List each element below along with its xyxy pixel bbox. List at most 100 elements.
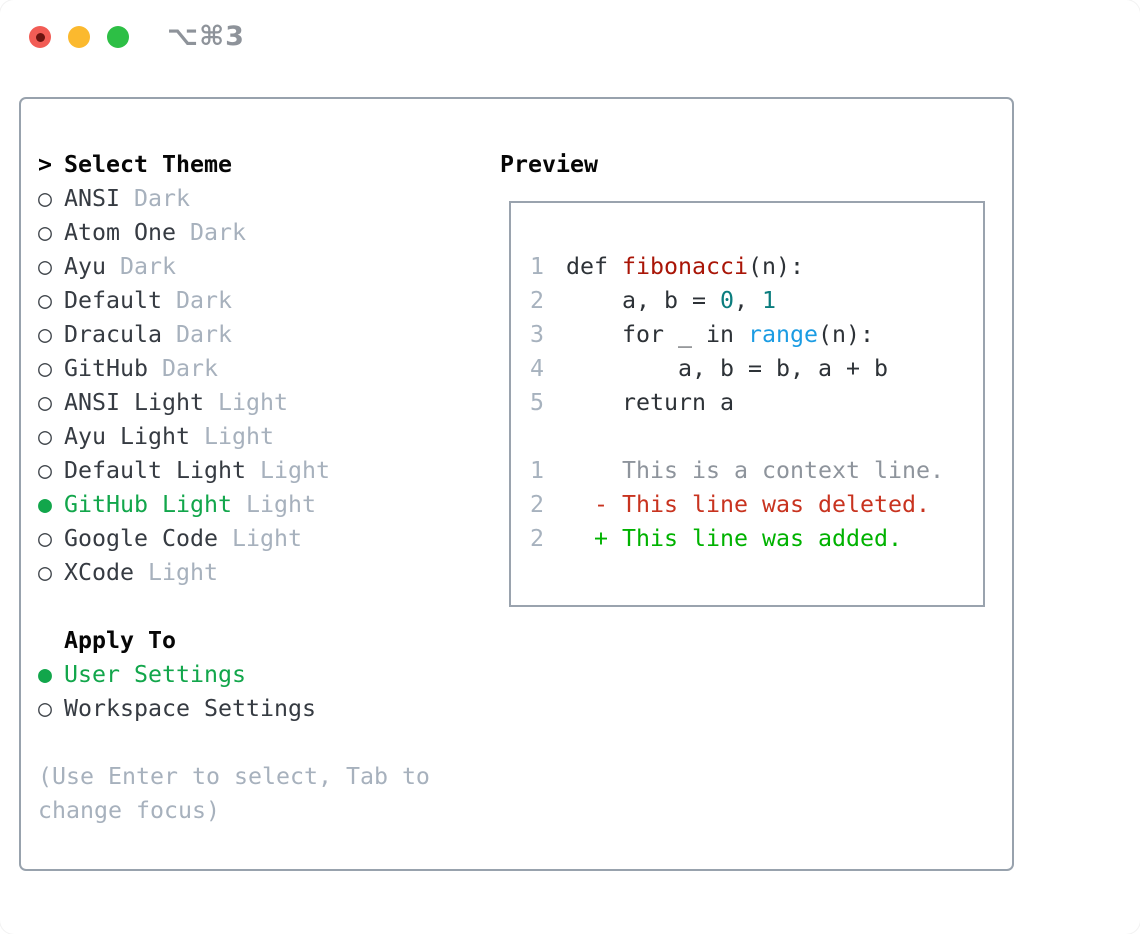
code-text: for _ in range(n): xyxy=(566,321,874,348)
theme-name: ANSI xyxy=(64,185,120,212)
theme-variant-tag: Dark xyxy=(175,321,232,348)
record-dot-icon xyxy=(35,32,45,42)
theme-option[interactable]: ○ Ayu Light Light xyxy=(38,420,474,454)
line-number: 3 xyxy=(530,321,544,348)
theme-name: XCode xyxy=(64,559,134,586)
theme-variant-tag: Dark xyxy=(175,287,232,314)
code-text: + This line was added. xyxy=(566,525,902,552)
hint-text: (Use Enter to select, Tab to change focu… xyxy=(38,763,430,824)
radio-icon: ○ xyxy=(38,355,52,382)
theme-variant-tag: Light xyxy=(231,525,302,552)
theme-option[interactable]: ○ ANSI Dark xyxy=(38,182,474,216)
traffic-lights xyxy=(29,26,129,48)
spacer xyxy=(38,590,474,624)
preview-code-line: 2 - This line was deleted. xyxy=(530,488,983,522)
theme-option[interactable]: ● GitHub Light Light xyxy=(38,488,474,522)
theme-name: Dracula xyxy=(64,321,162,348)
theme-variant-tag: Dark xyxy=(120,253,176,280)
theme-name: Default xyxy=(64,287,162,314)
select-theme-header: > Select Theme xyxy=(38,148,474,182)
radio-icon: ○ xyxy=(38,253,52,280)
theme-name: Google Code xyxy=(64,525,218,552)
apply-to-title: Apply To xyxy=(64,627,176,654)
theme-name: GitHub Light xyxy=(64,491,232,518)
theme-name: Ayu xyxy=(64,253,106,280)
theme-option[interactable]: ○ Google Code Light xyxy=(38,522,474,556)
theme-picker-panel xyxy=(19,97,1014,871)
code-text: This is a context line. xyxy=(566,457,944,484)
apply-to-option[interactable]: ● User Settings xyxy=(38,658,474,692)
preview-code-line: 2 + This line was added. xyxy=(530,522,983,556)
radio-icon: ○ xyxy=(38,525,52,552)
theme-variant-tag: Light xyxy=(217,389,288,416)
line-number: 2 xyxy=(530,287,544,314)
radio-icon: ○ xyxy=(38,695,52,722)
code-text: a, b = 0, 1 xyxy=(566,287,776,314)
theme-option[interactable]: ○ ANSI Light Light xyxy=(38,386,474,420)
preview-code-line: 4 a, b = b, a + b xyxy=(530,352,983,386)
preview-code-line: 3 for _ in range(n): xyxy=(530,318,983,352)
theme-option[interactable]: ○ XCode Light xyxy=(38,556,474,590)
apply-to-option[interactable]: ○ Workspace Settings xyxy=(38,692,474,726)
radio-icon: ○ xyxy=(38,219,52,246)
theme-variant-tag: Dark xyxy=(189,219,246,246)
code-text: a, b = b, a + b xyxy=(566,355,888,382)
theme-option[interactable]: ○ GitHub Dark xyxy=(38,352,474,386)
theme-option[interactable]: ○ Ayu Dark xyxy=(38,250,474,284)
theme-option[interactable]: ○ Dracula Dark xyxy=(38,318,474,352)
radio-icon: ○ xyxy=(38,559,52,586)
radio-icon: ○ xyxy=(38,287,52,314)
minimize-button[interactable] xyxy=(68,26,90,48)
theme-name: Atom One xyxy=(64,219,176,246)
theme-name: ANSI Light xyxy=(64,389,204,416)
code-text: def fibonacci(n): xyxy=(566,253,804,280)
theme-name: Default Light xyxy=(64,457,246,484)
theme-option[interactable]: ○ Default Dark xyxy=(38,284,474,318)
code-text: - This line was deleted. xyxy=(566,491,930,518)
line-number: 4 xyxy=(530,355,544,382)
preview-code-line: 1 This is a context line. xyxy=(530,454,983,488)
radio-icon: ○ xyxy=(38,423,52,450)
radio-icon: ○ xyxy=(38,457,52,484)
preview-code-line: 5 return a xyxy=(530,386,983,420)
radio-icon: ● xyxy=(38,661,52,688)
code-text: return a xyxy=(566,389,734,416)
theme-variant-tag: Dark xyxy=(134,185,190,212)
preview-code-line: 2 a, b = 0, 1 xyxy=(530,284,983,318)
theme-variant-tag: Light xyxy=(203,423,274,450)
theme-name: Ayu Light xyxy=(64,423,190,450)
theme-variant-tag: Light xyxy=(259,457,330,484)
theme-variant-tag: Light xyxy=(245,491,316,518)
line-number: 1 xyxy=(530,457,544,484)
radio-icon: ○ xyxy=(38,321,52,348)
preview-code: 1 def fibonacci(n): 2 a, b = 0, 1 3 for _… xyxy=(530,250,983,556)
theme-variant-tag: Light xyxy=(148,559,218,586)
line-number: 2 xyxy=(530,525,544,552)
preview-code-line: 1 def fibonacci(n): xyxy=(530,250,983,284)
preview-code-line xyxy=(530,420,983,454)
apply-to-header: Apply To xyxy=(38,624,474,658)
theme-option[interactable]: ○ Atom One Dark xyxy=(38,216,474,250)
prompt-icon: > xyxy=(38,151,52,178)
line-number: 2 xyxy=(530,491,544,518)
zoom-button[interactable] xyxy=(107,26,129,48)
select-theme-title: Select Theme xyxy=(64,151,232,178)
line-number: 1 xyxy=(530,253,544,280)
radio-icon: ○ xyxy=(38,389,52,416)
apply-to-name: User Settings xyxy=(64,661,246,688)
apply-to-list: ● User Settings ○ Workspace Settings xyxy=(38,658,474,726)
radio-icon: ● xyxy=(38,491,52,518)
radio-icon: ○ xyxy=(38,185,52,212)
theme-variant-tag: Dark xyxy=(162,355,218,382)
close-button[interactable] xyxy=(29,26,51,48)
spacer xyxy=(38,726,474,760)
preview-title: Preview xyxy=(500,151,598,178)
preview-box: 1 def fibonacci(n): 2 a, b = 0, 1 3 for _… xyxy=(509,201,985,607)
window-title: ⌥⌘3 xyxy=(167,21,245,52)
apply-to-name: Workspace Settings xyxy=(64,695,316,722)
theme-option[interactable]: ○ Default Light Light xyxy=(38,454,474,488)
theme-name: GitHub xyxy=(64,355,148,382)
